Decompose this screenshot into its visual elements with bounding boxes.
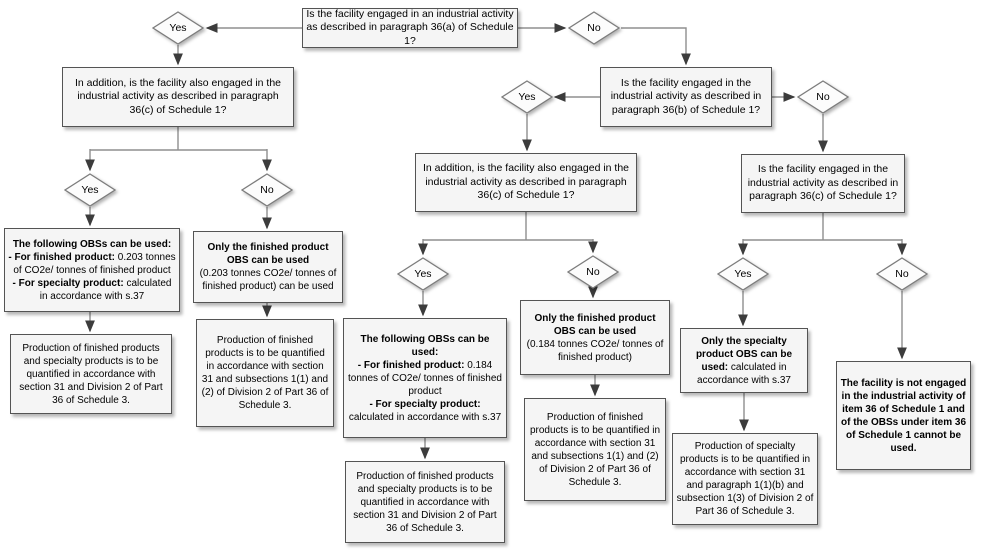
diamond-icon <box>241 173 293 207</box>
diamond-icon <box>717 257 769 291</box>
decision-label-yes: Yes <box>518 91 536 103</box>
obs-heading: The following OBSs can be used: <box>360 333 490 358</box>
question-36c-left-text: In addition, is the facility also engage… <box>74 76 282 116</box>
not-engaged-box: The facility is not engaged in the indus… <box>836 361 971 470</box>
decision-label-no: No <box>587 22 601 34</box>
decision-yes-36a: Yes <box>152 11 204 45</box>
obs-heading: The following OBSs can be used: <box>12 238 172 250</box>
diamond-icon <box>797 80 849 114</box>
specialty-product-value: calculated in accordance with s.37 <box>39 277 172 302</box>
decision-yes-36c-middle: Yes <box>397 257 449 291</box>
decision-label-no: No <box>816 91 830 103</box>
question-36c-left-box: In addition, is the facility also engage… <box>62 67 294 127</box>
obs-finished-bold: Only the finished product OBS can be use… <box>534 312 656 337</box>
decision-no-36a: No <box>568 11 620 45</box>
obs-specialty-normal: calculated in accordance with s.37 <box>697 361 791 386</box>
diamond-icon <box>152 11 204 45</box>
specialty-product-value: calculated in accordance with s.37 <box>348 411 502 423</box>
specialty-product-label: - For specialty product: <box>12 277 124 289</box>
decision-no-36c-middle: No <box>567 255 619 289</box>
obs-finished-bold: Only the finished product OBS can be use… <box>207 242 329 266</box>
obs-both-0184-box: The following OBSs can be used: - For fi… <box>343 318 507 438</box>
decision-label-yes: Yes <box>81 184 99 196</box>
question-36b-text: Is the facility engaged in the industria… <box>610 76 762 116</box>
specialty-product-label: - For specialty product: <box>369 398 481 410</box>
diamond-icon <box>397 257 449 291</box>
question-36b-box: Is the facility engaged in the industria… <box>600 67 772 127</box>
not-engaged-text: The facility is not engaged in the indus… <box>840 377 967 454</box>
production-finished-left-text: Production of finished products is to be… <box>201 335 329 411</box>
production-specialty-box: Production of specialty products is to b… <box>672 433 818 525</box>
decision-label-yes: Yes <box>734 268 752 280</box>
production-specialty-text: Production of specialty products is to b… <box>676 441 814 517</box>
finished-product-label: - For finished product: <box>357 359 465 371</box>
decision-label-yes: Yes <box>169 22 187 34</box>
obs-finished-0203-box: Only the finished product OBS can be use… <box>193 231 343 303</box>
production-finished-mid-box: Production of finished products is to be… <box>524 398 666 501</box>
decision-no-36c-left: No <box>241 173 293 207</box>
decision-no-36b: No <box>797 80 849 114</box>
decision-yes-36b: Yes <box>501 80 553 114</box>
obs-finished-normal: (0.184 tonnes CO2e/ tonnes of finished p… <box>526 338 664 363</box>
decision-yes-36c-left: Yes <box>64 173 116 207</box>
finished-product-value: 0.203 tonnes of CO2e/ tonnes of finished… <box>13 251 176 276</box>
diamond-icon <box>876 257 928 291</box>
production-finished-mid-text: Production of finished products is to be… <box>529 411 661 488</box>
obs-finished-normal: (0.203 tonnes CO2e/ tonnes of finished p… <box>199 268 337 292</box>
diamond-icon <box>64 173 116 207</box>
finished-product-value: 0.184 tonnes of CO2e/ tonnes of finished… <box>348 359 502 397</box>
decision-label-no: No <box>586 266 600 278</box>
production-finished-specialty-mid-text: Production of finished products and spec… <box>353 470 497 534</box>
question-36c-middle-box: In addition, is the facility also engage… <box>415 153 637 212</box>
production-finished-left-box: Production of finished products is to be… <box>196 319 334 427</box>
question-36a-box: Is the facility engaged in an industrial… <box>302 8 518 48</box>
production-finished-specialty-left-box: Production of finished products and spec… <box>10 334 172 414</box>
production-finished-specialty-left-text: Production of finished products and spec… <box>19 342 163 406</box>
decision-no-36c-right: No <box>876 257 928 291</box>
production-finished-specialty-mid-box: Production of finished products and spec… <box>345 461 505 543</box>
decision-label-no: No <box>895 268 909 280</box>
obs-finished-0184-box: Only the finished product OBS can be use… <box>520 300 670 375</box>
obs-both-0203-box: The following OBSs can be used: - For fi… <box>4 228 180 312</box>
decision-label-no: No <box>260 184 274 196</box>
diamond-icon <box>501 80 553 114</box>
diamond-icon <box>568 11 620 45</box>
decision-yes-36c-right: Yes <box>717 257 769 291</box>
obs-specialty-box: Only the specialty product OBS can be us… <box>680 328 808 393</box>
question-36c-right-text: Is the facility engaged in the industria… <box>747 163 899 203</box>
question-36c-middle-text: In addition, is the facility also engage… <box>422 162 630 202</box>
question-36c-right-box: Is the facility engaged in the industria… <box>741 154 905 213</box>
obs-specialty-bold: Only the specialty product OBS can be us… <box>695 335 793 373</box>
decision-label-yes: Yes <box>414 268 432 280</box>
question-36a-text: Is the facility engaged in an industrial… <box>306 7 514 47</box>
finished-product-label: - For finished product: <box>8 251 116 263</box>
